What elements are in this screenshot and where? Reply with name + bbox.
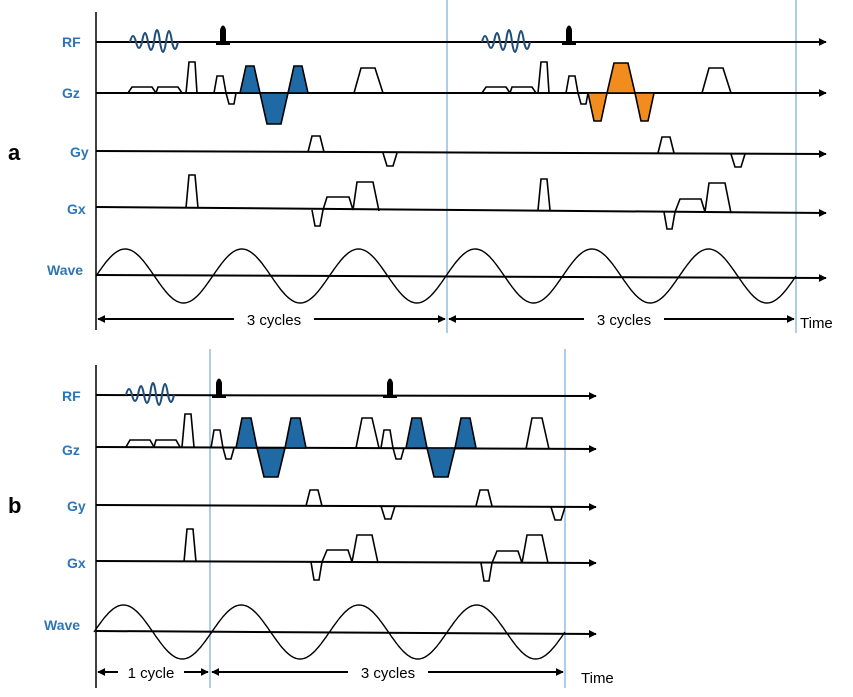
panel-a-rf-refocusing-pulse bbox=[216, 25, 230, 45]
panel-b-gz-encoding-lobe bbox=[405, 417, 428, 449]
panel-b-gz-label: Gz bbox=[62, 442, 80, 458]
panel-letter-a: a bbox=[8, 140, 21, 165]
panel-b-gz-slice-gradient bbox=[125, 439, 155, 448]
panel-b-gx-readout bbox=[310, 534, 379, 581]
panel-b-gz-crusher bbox=[525, 417, 550, 450]
panel-b-span-label: 3 cycles bbox=[361, 665, 415, 682]
panel-b-rf-refocusing-pulse bbox=[212, 378, 226, 398]
panel-a-gy-label: Gy bbox=[70, 144, 89, 160]
panel-b-span-label-bg bbox=[348, 662, 428, 682]
panel-a-gz-crusher bbox=[701, 67, 732, 94]
panel-b-rf-label: RF bbox=[62, 388, 81, 404]
panel-b-gy-phase-encode bbox=[305, 489, 323, 507]
panel-a-gz-encoding-lobe bbox=[587, 92, 608, 122]
panel-a-gz-refocus-gradient bbox=[565, 75, 589, 105]
panel-a-gx-crusher bbox=[185, 174, 199, 209]
panel-a-gz-slice-gradient bbox=[481, 86, 511, 94]
panel-a-gz-slice-gradient bbox=[127, 86, 157, 94]
panel-b-gx-axis bbox=[95, 558, 597, 567]
panel-b-gz-encoding-lobe bbox=[255, 447, 287, 478]
panel-b-gy-phase-rewind bbox=[550, 506, 566, 521]
panel-a-wave-sinusoid bbox=[95, 248, 797, 304]
panel-a-gy-phase-rewind bbox=[730, 153, 746, 168]
panel-a-gz-crusher bbox=[537, 61, 550, 94]
panel-a-rf-excitation-pulse bbox=[129, 29, 179, 53]
panel-a-wave-label: Wave bbox=[47, 262, 83, 278]
panel-b-wave-axis bbox=[95, 629, 597, 638]
panel-a-gx-readout bbox=[663, 182, 732, 230]
panel-a-gz-encoding-lobe bbox=[287, 65, 309, 94]
panel-a-gz-slice-gradient bbox=[509, 86, 537, 94]
panel-a-span-label-bg bbox=[584, 309, 664, 329]
panel-b-gx-crusher bbox=[183, 528, 197, 563]
panel-b-gy-phase-encode bbox=[475, 489, 493, 507]
panel-a-rf-refocusing-pulse bbox=[562, 25, 576, 45]
panel-a-gy-phase-encode bbox=[307, 135, 325, 153]
panel-a-wave-axis bbox=[95, 273, 827, 282]
panel-a-gx-axis bbox=[95, 206, 827, 217]
panel-b-gz-crusher bbox=[181, 413, 195, 448]
panel-b-gz-encoding-lobe bbox=[284, 417, 307, 449]
panel-b-rf-excitation-pulse bbox=[125, 382, 175, 406]
panel-a-time-label: Time bbox=[800, 315, 833, 332]
panel-a-gz-encoding-lobe bbox=[239, 65, 261, 94]
panel-b-rf-refocusing-pulse bbox=[383, 378, 397, 398]
panel-b: b RF Gz Gy Gx Wave bbox=[8, 349, 614, 688]
panel-b-gx-label: Gx bbox=[67, 555, 86, 571]
panel-b-gz-axis bbox=[95, 444, 597, 453]
panel-a-gx-crusher bbox=[537, 178, 551, 211]
panel-a-span-label-bg bbox=[234, 309, 314, 329]
panel-b-gx-readout bbox=[480, 534, 549, 582]
panel-b-span-label-bg bbox=[118, 662, 184, 682]
panel-a-rf-label: RF bbox=[62, 34, 81, 50]
panel-a-rf-excitation-pulse bbox=[481, 29, 531, 53]
panel-a-gy-phase-rewind bbox=[382, 152, 398, 167]
panel-a-gz-encoding-lobe bbox=[258, 92, 290, 125]
panel-b-wave-sinusoid bbox=[93, 604, 566, 660]
panel-a-gy-phase-encode bbox=[657, 136, 675, 154]
panel-b-gy-phase-rewind bbox=[380, 505, 396, 520]
panel-a-span-label: 3 cycles bbox=[247, 312, 301, 329]
panel-b-wave-label: Wave bbox=[44, 617, 80, 633]
panel-b-gz-encoding-lobe bbox=[425, 447, 457, 478]
panel-b-gz-crusher bbox=[355, 417, 380, 449]
panel-b-gz-encoding-lobe bbox=[235, 417, 258, 449]
panel-a: a RF Gz Gy Gx Wave bbox=[8, 0, 833, 333]
panel-a-gz-encoding-lobe bbox=[634, 92, 655, 122]
panel-a-gz-encoding-lobe bbox=[605, 62, 637, 94]
panel-a-gz-crusher bbox=[185, 61, 198, 94]
panel-b-rf-axis bbox=[95, 391, 597, 400]
panel-a-gx-readout bbox=[311, 181, 380, 227]
panel-a-gz-label: Gz bbox=[62, 85, 80, 101]
panel-a-gx-label: Gx bbox=[67, 201, 86, 217]
panel-b-gz-encoding-lobe bbox=[454, 417, 477, 449]
panel-b-gz-refocus-gradient bbox=[210, 429, 235, 460]
panel-b-gz-slice-gradient bbox=[153, 439, 181, 448]
panel-letter-b: b bbox=[8, 493, 21, 518]
panel-b-span-label: 1 cycle bbox=[128, 665, 175, 682]
panel-a-span-label: 3 cycles bbox=[597, 312, 651, 329]
panel-b-gy-axis bbox=[95, 502, 597, 511]
panel-b-time-label: Time bbox=[581, 670, 614, 687]
panel-a-gz-crusher bbox=[353, 67, 384, 94]
panel-b-gy-label: Gy bbox=[67, 498, 86, 514]
panel-a-gz-refocus-gradient bbox=[213, 75, 237, 105]
panel-a-gz-slice-gradient bbox=[155, 86, 183, 94]
panel-a-gy-axis bbox=[95, 149, 827, 158]
panel-b-gz-refocus-gradient bbox=[380, 429, 405, 460]
